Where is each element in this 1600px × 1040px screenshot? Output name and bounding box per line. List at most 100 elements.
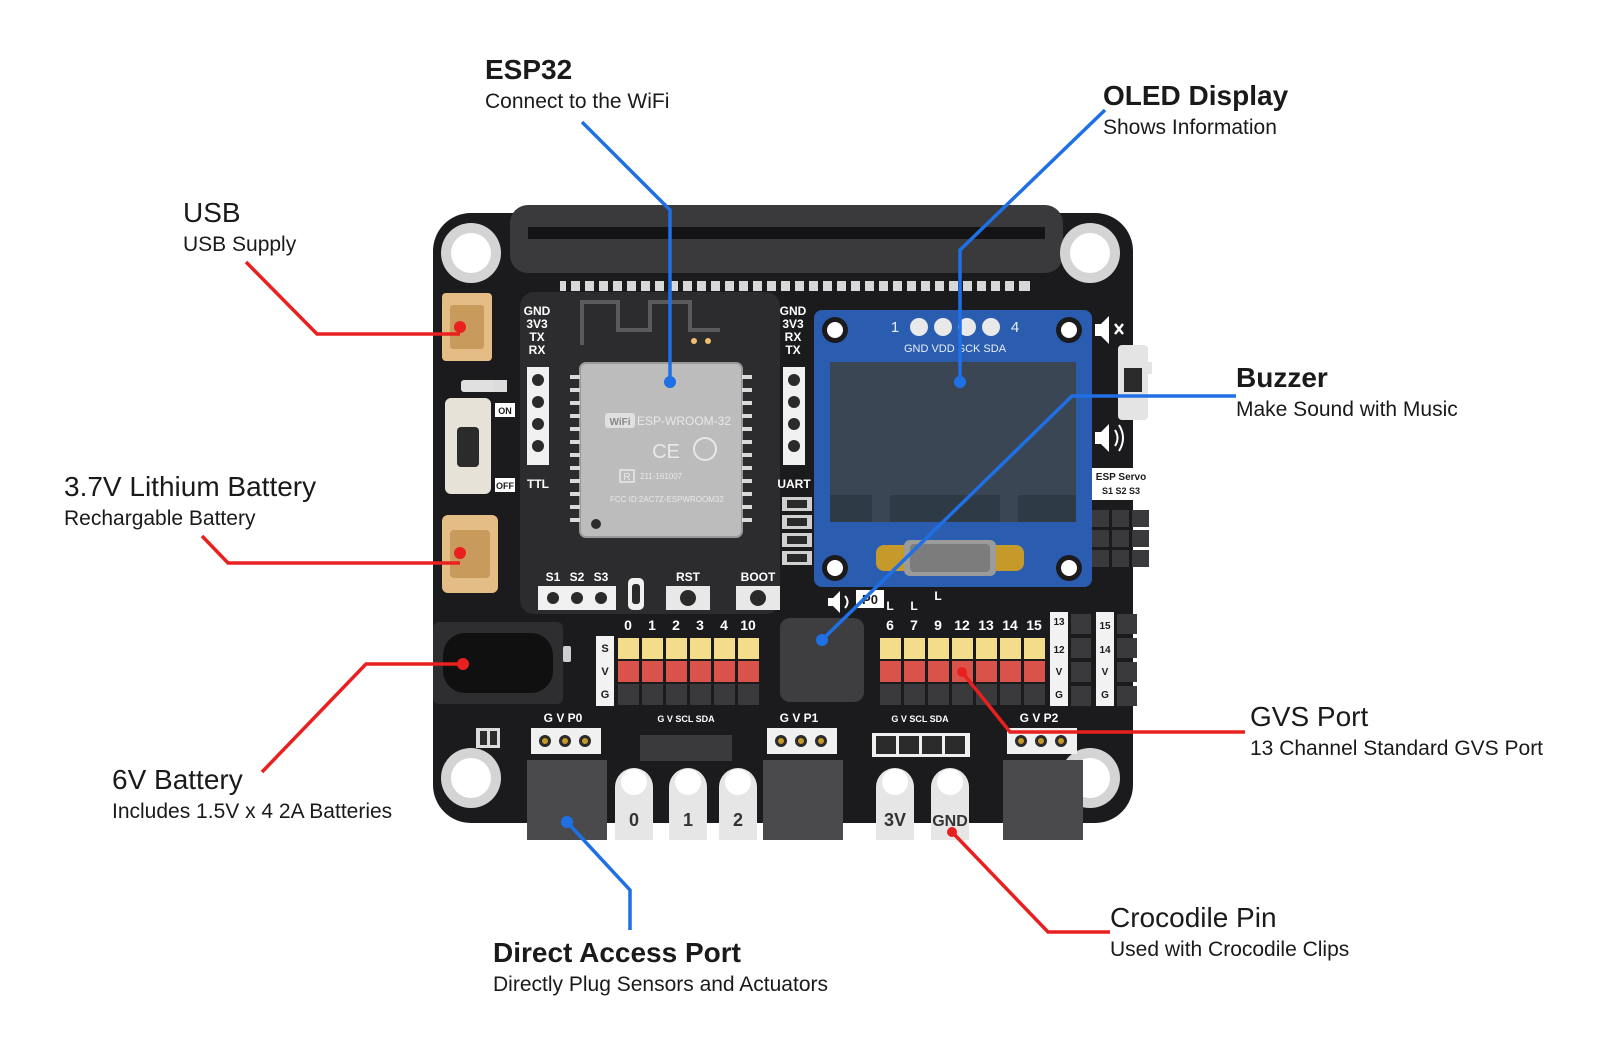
switch-on-label: ON (498, 406, 512, 416)
gvs-right-num-12: 12 (954, 617, 970, 633)
callout-esp32-subtitle: Connect to the WiFi (485, 90, 669, 114)
gvs-right-prefix-l1: L (886, 599, 893, 613)
expansion-board: ON OFF (433, 205, 1152, 840)
callout-croc: Crocodile Pin Used with Crocodile Clips (1110, 902, 1349, 962)
side-14-g-label: G (1101, 690, 1109, 701)
callout-croc-title: Crocodile Pin (1110, 902, 1349, 934)
side-12-v-label: V (1056, 667, 1063, 678)
gvs-left-num-2: 2 (672, 617, 680, 633)
gvs-right-prefix-l3: L (934, 589, 941, 603)
uart-pin-gnd: GND (780, 304, 807, 318)
croc-pin-2: 2 (733, 810, 743, 830)
callout-direct-subtitle: Directly Plug Sensors and Actuators (493, 973, 828, 997)
callout-buzzer: Buzzer Make Sound with Music (1236, 362, 1458, 422)
esp-servo-title: ESP Servo (1096, 472, 1146, 483)
ttl-pin-rx: RX (529, 343, 546, 357)
module-name: ESP-WROOM-32 (637, 414, 731, 428)
boot-label: BOOT (741, 570, 776, 584)
lithium-connector (442, 515, 498, 593)
croc-pin-1: 1 (683, 810, 693, 830)
ce-mark-icon: CE (652, 441, 680, 463)
callout-gvs: GVS Port 13 Channel Standard GVS Port (1250, 701, 1543, 761)
side-14-label: 14 (1099, 645, 1111, 656)
ttl-pin-3v3: 3V3 (526, 317, 548, 331)
gvs-right-num-6: 6 (886, 617, 894, 633)
uart-pin-3v3: 3V3 (782, 317, 804, 331)
callout-usb-title: USB (183, 197, 296, 229)
port-p1-labels: G V P1 (780, 711, 819, 725)
speaker-slide-switch (1118, 345, 1152, 420)
callout-buzzer-subtitle: Make Sound with Music (1236, 398, 1458, 422)
battery6v-leader (262, 664, 463, 772)
gvs-right-num-7: 7 (910, 617, 918, 633)
side-col-top-label: 13 (1053, 617, 1065, 628)
callout-direct-title: Direct Access Port (493, 937, 828, 969)
callout-croc-subtitle: Used with Crocodile Clips (1110, 938, 1349, 962)
switch-off-label: OFF (496, 481, 514, 491)
ttl-label: TTL (527, 477, 549, 491)
r-mark: R (623, 472, 630, 483)
port-p1: G V P1 (763, 711, 843, 840)
servo-pad-s3: S3 (594, 570, 609, 584)
gvs-left-s-label: S (601, 643, 608, 655)
croc-pin-0: 0 (629, 810, 639, 830)
usb-connector (442, 293, 492, 361)
esp-servo-header (1092, 510, 1149, 567)
gvs-right-num-14: 14 (1002, 617, 1018, 633)
fcc-id: FCC ID:2AC7Z-ESPWROOM32 (610, 495, 724, 504)
callout-oled: OLED Display Shows Information (1103, 80, 1288, 140)
gvs-left-num-3: 3 (696, 617, 704, 633)
gvs-left-num-10: 10 (740, 617, 756, 633)
croc-leader (952, 832, 1110, 932)
i2c-1-labels: G V SCL SDA (657, 714, 715, 724)
gvs-left-num-0: 0 (624, 617, 632, 633)
croc-pin-3v: 3V (884, 810, 906, 830)
gvs-left-g-label: G (601, 689, 610, 701)
oled-pin-labels: GND VDD SCK SDA (904, 343, 1007, 355)
callout-gvs-subtitle: 13 Channel Standard GVS Port (1250, 737, 1543, 761)
side-12-label: 12 (1053, 645, 1065, 656)
port-p0-labels: G V P0 (544, 711, 583, 725)
uart-pin-tx: TX (785, 343, 800, 357)
gvs-right-prefix-l2: L (910, 599, 917, 613)
lithium-leader (202, 536, 460, 563)
callout-oled-subtitle: Shows Information (1103, 116, 1288, 140)
callout-direct: Direct Access Port Directly Plug Sensors… (493, 937, 828, 997)
callout-oled-title: OLED Display (1103, 80, 1288, 112)
uart-label: UART (777, 477, 811, 491)
gvs-left-num-4: 4 (720, 617, 728, 633)
oled-pin-num-right: 4 (1011, 319, 1019, 336)
port-p2-labels: G V P2 (1020, 711, 1059, 725)
side-12-g-label: G (1055, 690, 1063, 701)
gvs-left-num-1: 1 (648, 617, 656, 633)
side-15-label: 15 (1099, 621, 1111, 632)
callout-buzzer-title: Buzzer (1236, 362, 1458, 394)
callout-usb-subtitle: USB Supply (183, 233, 296, 257)
callout-lithium: 3.7V Lithium Battery Rechargable Battery (64, 471, 316, 531)
esp-servo-pins: S1 S2 S3 (1102, 486, 1140, 496)
uart-pin-rx: RX (785, 330, 802, 344)
wifi-logo-text: WiFi (609, 417, 630, 428)
port-p0: G V P0 (527, 711, 607, 840)
callout-usb: USB USB Supply (183, 197, 296, 257)
callout-battery6v: 6V Battery Includes 1.5V x 4 2A Batterie… (112, 764, 392, 824)
callout-lithium-subtitle: Rechargable Battery (64, 507, 316, 531)
gvs-right-num-9: 9 (934, 617, 942, 633)
ttl-pin-tx: TX (529, 330, 544, 344)
callout-esp32: ESP32 Connect to the WiFi (485, 54, 669, 114)
side-14-v-label: V (1102, 667, 1109, 678)
gvs-right-num-13: 13 (978, 617, 994, 633)
oled-display: 1 4 GND VDD SCK SDA (814, 310, 1092, 587)
servo-pad-s2: S2 (570, 570, 585, 584)
callout-esp32-title: ESP32 (485, 54, 669, 86)
rst-label: RST (676, 570, 701, 584)
usb-leader (246, 262, 460, 334)
esp32-module: WiFi ESP-WROOM-32 CE R 211-161007 FCC ID… (520, 292, 812, 614)
callout-battery6v-subtitle: Includes 1.5V x 4 2A Batteries (112, 800, 392, 824)
cert-code: 211-161007 (640, 472, 683, 481)
servo-pad-s1: S1 (546, 570, 561, 584)
oled-pin-num-left: 1 (891, 319, 899, 336)
i2c-2-labels: G V SCL SDA (891, 714, 949, 724)
gvs-right-num-15: 15 (1026, 617, 1042, 633)
ttl-pin-gnd: GND (524, 304, 551, 318)
